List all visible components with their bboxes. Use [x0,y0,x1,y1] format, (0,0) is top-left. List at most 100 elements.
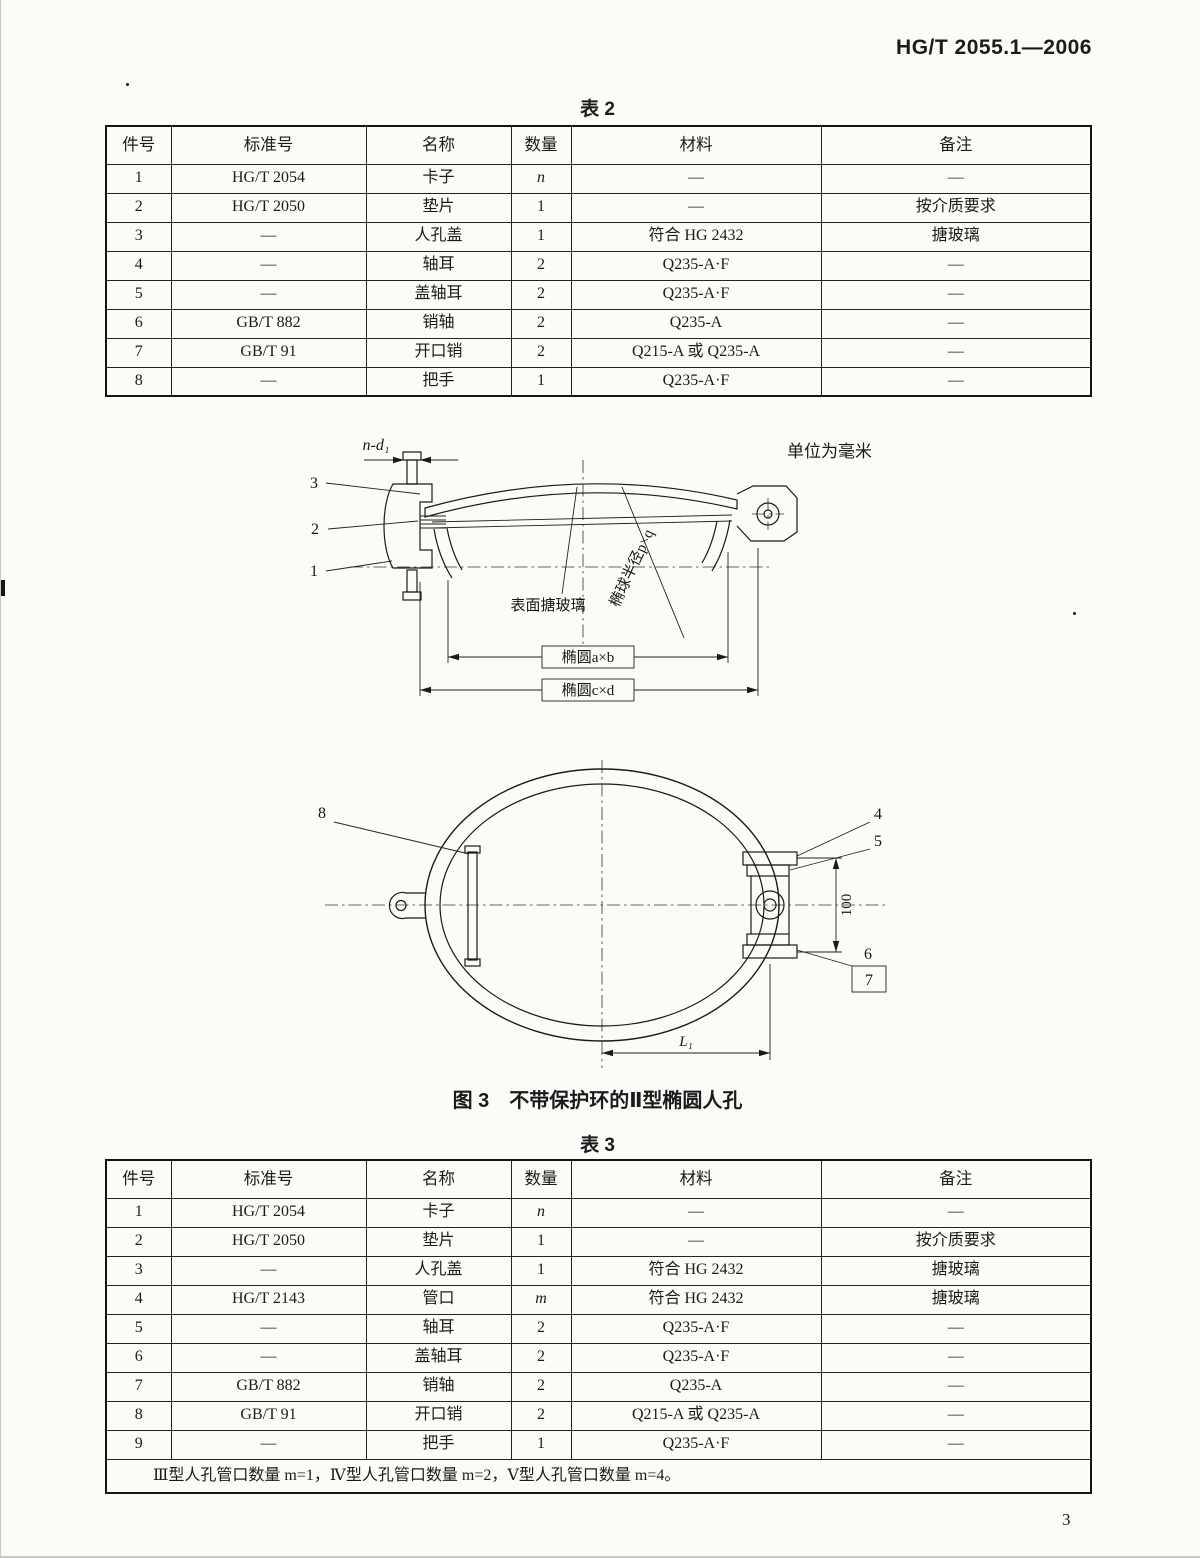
table-cell: 管口 [365,1284,512,1315]
column-header: 标准号 [170,125,367,165]
column-header: 数量 [510,125,572,165]
table-cell: 6 [105,1342,172,1373]
table-cell: — [570,1197,822,1228]
callout-3: 3 [310,475,318,492]
table-cell: 5 [105,1313,172,1344]
dim-L1-label: L₁ [678,1034,693,1050]
table-cell: GB/T 882 [170,1371,367,1402]
table-cell: — [820,1371,1092,1402]
table-cell: 4 [105,250,172,281]
table-cell: 符合 HG 2432 [570,1255,822,1286]
table-cell: n [510,1197,572,1228]
column-header: 备注 [820,125,1092,165]
table-cell: 2 [510,250,572,281]
handle-plan [464,845,481,967]
column-header: 备注 [820,1159,1092,1199]
table-cell: 2 [105,1226,172,1257]
table-cell: — [570,163,822,194]
table-cell: 2 [510,337,572,368]
table-cell: 2 [105,192,172,223]
table-cell: 卡子 [365,1197,512,1228]
table-cell: 轴耳 [365,1313,512,1344]
table-cell: 6 [105,308,172,339]
dimension-L1: L₁ [602,964,771,1060]
callout-4: 4 [874,806,882,823]
table-cell: 搪玻璃 [820,221,1092,252]
scan-artifact [126,83,129,86]
table-cell: GB/T 91 [170,337,367,368]
dimension-ellipse-ab: 椭圆a×b [447,552,729,669]
column-header: 数量 [510,1159,572,1199]
table-cell: 把手 [365,1429,512,1460]
scan-edge [0,1556,1200,1558]
column-header: 名称 [365,1159,512,1199]
table-cell: 2 [510,1342,572,1373]
table-cell: 把手 [365,366,512,397]
dim-cd-label: 椭圆c×d [562,682,615,699]
table-cell: 开口销 [365,1400,512,1431]
table-cell: — [820,1400,1092,1431]
table-cell: Q235-A [570,308,822,339]
table-cell: 人孔盖 [365,1255,512,1286]
surface-enamel-note: 表面搪玻璃 [510,486,586,614]
table-cell: 搪玻璃 [820,1255,1092,1286]
table3-footnote-row: Ⅲ型人孔管口数量 m=1，Ⅳ型人孔管口数量 m=2，Ⅴ型人孔管口数量 m=4。 [105,1458,1092,1494]
dimension-ellipse-cd: 椭圆c×d [419,548,759,702]
table-cell: — [170,1313,367,1344]
table-cell: — [570,1226,822,1257]
ellipsoid-radius-note: 椭球半径p×q [607,486,685,639]
scan-edge [0,0,1,1558]
table-cell: HG/T 2054 [170,163,367,194]
table-cell: — [820,308,1092,339]
table3-footnote: Ⅲ型人孔管口数量 m=1，Ⅳ型人孔管口数量 m=2，Ⅴ型人孔管口数量 m=4。 [105,1458,1092,1494]
column-header: 件号 [105,1159,172,1199]
table-cell: 1 [510,192,572,223]
item-callouts-plan: 8 4 5 6 7 [318,805,887,993]
table-cell: 7 [105,1371,172,1402]
section-centerlines [350,460,770,645]
table-cell: 按介质要求 [820,192,1092,223]
left-lug-plan [388,891,426,920]
table-cell: — [570,192,822,223]
n-d1-label: n-d₁ [363,437,390,454]
table-cell: 3 [105,1255,172,1286]
table-cell: 2 [510,308,572,339]
table-cell: Q235-A·F [570,1313,822,1344]
table-cell: 开口销 [365,337,512,368]
column-header: 标准号 [170,1159,367,1199]
table-cell: 7 [105,337,172,368]
table-cell: Q215-A 或 Q235-A [570,1400,822,1431]
table-cell: 垫片 [365,192,512,223]
table-cell: 人孔盖 [365,221,512,252]
table-cell: 1 [510,1226,572,1257]
table-cell: HG/T 2143 [170,1284,367,1315]
table-cell: 垫片 [365,1226,512,1257]
cross-section-drawing: n-d₁ 3 2 1 表面搪玻璃 椭球半径p×q 椭圆a×b [310,437,798,702]
header-row: 件号标准号名称数量材料备注 [105,125,1092,165]
table-cell: — [820,337,1092,368]
table-cell: 2 [510,1400,572,1431]
table-cell: 销轴 [365,308,512,339]
table-cell: m [510,1284,572,1315]
callout-5: 5 [874,833,882,850]
table-cell: — [170,250,367,281]
standard-number: HG/T 2055.1—2006 [896,36,1092,59]
table-cell: Q235-A·F [570,279,822,310]
table-cell: Q215-A 或 Q235-A [570,337,822,368]
table-cell: Q235-A·F [570,250,822,281]
dim-100-label: 100 [839,894,855,917]
table-cell: 1 [105,1197,172,1228]
